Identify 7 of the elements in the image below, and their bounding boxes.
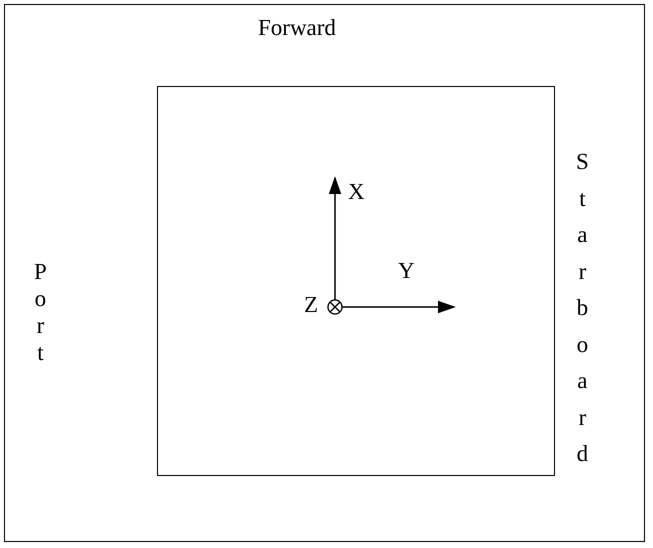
- side-label: Forward: [258, 16, 336, 39]
- axis-label: X: [348, 180, 365, 203]
- side-label: Starboard: [576, 148, 589, 468]
- square-outline: [157, 86, 555, 476]
- axis-label: Y: [398, 259, 415, 282]
- side-label: Port: [34, 258, 47, 366]
- axis-label: Z: [304, 293, 318, 316]
